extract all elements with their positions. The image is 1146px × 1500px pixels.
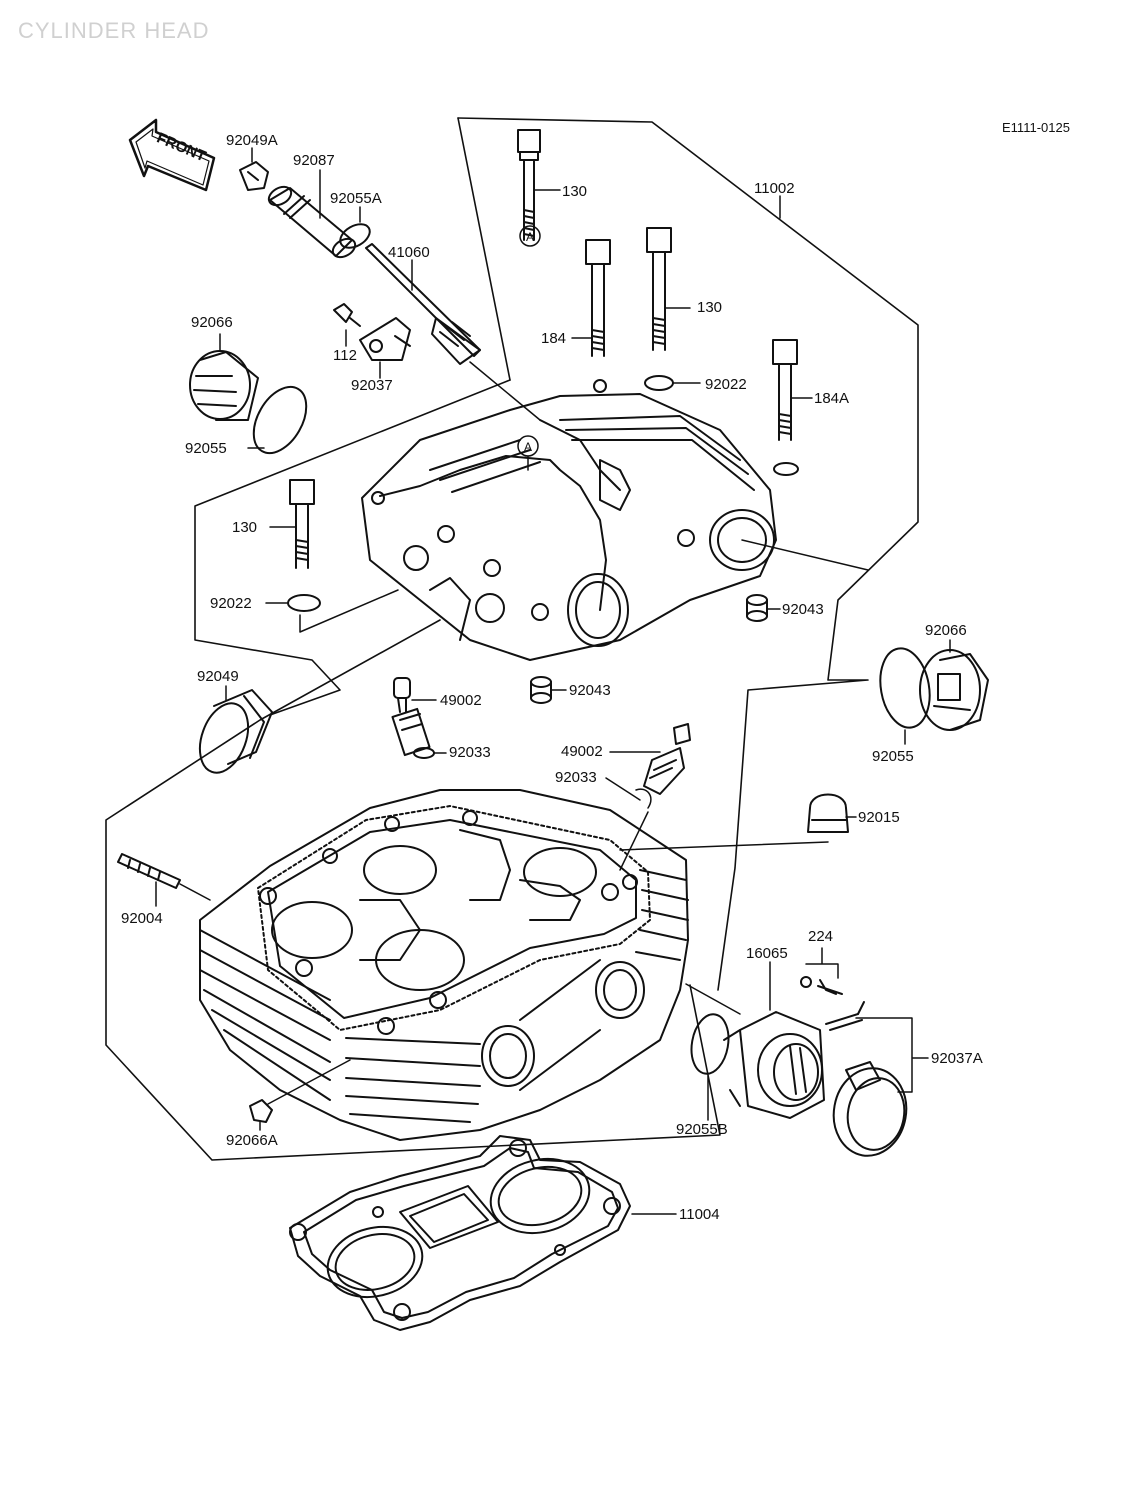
callout-92087: 92087 [293,152,335,169]
screw-112 [333,303,361,327]
ref-mark-a-cover: A [524,440,532,454]
callout-130-right: 130 [697,299,723,316]
front-arrow-label: FRONT [154,129,208,165]
callout-92049A: 92049A [226,132,278,149]
oring-92055-left [252,385,308,455]
dowel-92043-bottom [530,676,552,704]
callout-92049: 92049 [197,668,239,685]
callout-92004: 92004 [121,910,163,927]
callout-92043-right: 92043 [782,601,824,618]
plug-92049 [198,689,273,774]
callout-112: 112 [333,347,357,364]
callout-130-top: 130 [562,183,588,200]
bolt-184 [571,239,611,357]
callout-92022-left: 92022 [210,595,252,612]
callout-92037A: 92037A [931,1050,983,1067]
dowel-92043-right [746,594,768,622]
callout-92066-right: 92066 [925,622,967,639]
bolt-130-left [269,479,315,569]
callout-184: 184 [541,330,567,347]
spacer-49002-left [391,677,431,757]
cover-group-outline [457,117,919,991]
gasket-11004 [289,1135,631,1331]
callout-16065: 16065 [746,945,788,962]
callout-92015: 92015 [858,809,900,826]
holder-16065 [723,1011,825,1119]
cylinder-head-cover [361,379,777,661]
callout-224: 224 [808,928,834,945]
callout-92033-right: 92033 [555,769,597,786]
callout-130-left: 130 [232,519,258,536]
bolt-184A [772,339,813,441]
callout-92055-left: 92055 [185,440,227,457]
callout-92033-left: 92033 [449,744,491,761]
ref-mark-a-top: A [526,230,534,244]
capnut-92015 [807,793,849,833]
callout-92055-right: 92055 [872,748,914,765]
plug-92066A [249,1099,273,1123]
oring-92055B [690,1013,730,1075]
tube-92087 [267,185,357,259]
shaft-41060 [365,243,541,421]
plug-92049A [239,161,269,191]
screw-224 [800,976,843,995]
callout-92022-right: 92022 [705,376,747,393]
callout-11004: 11004 [679,1206,720,1223]
callout-41060: 41060 [388,244,430,261]
cap-92066-left [189,350,259,421]
cylinder-head [199,789,689,1141]
diagram-code: E1111-0125 [1002,120,1070,135]
washer-92022-left [287,594,321,612]
callout-92037: 92037 [351,377,393,394]
callout-11002: 11002 [754,180,795,197]
head-group-outline [105,619,721,1161]
bracket-92037 [359,317,411,361]
oring-92055-right [879,647,931,729]
callout-92055B: 92055B [676,1121,728,1138]
callout-184A: 184A [814,390,850,407]
front-arrow-icon [128,118,216,192]
diagram-title: CYLINDER HEAD [18,18,210,43]
callout-92043-bottom: 92043 [569,682,611,699]
callout-92066A: 92066A [226,1132,278,1149]
bolt-130-top [517,129,561,241]
clamp-92037A [825,1001,908,1157]
bolt-130-right [646,227,691,351]
callout-49002-left: 49002 [440,692,482,709]
washer-92022-right [644,375,674,391]
callout-92066-left: 92066 [191,314,233,331]
spacer-49002-right [643,723,691,795]
callout-92055A: 92055A [330,190,382,207]
callout-49002-right: 49002 [561,743,603,760]
stud-92004 [117,853,211,901]
